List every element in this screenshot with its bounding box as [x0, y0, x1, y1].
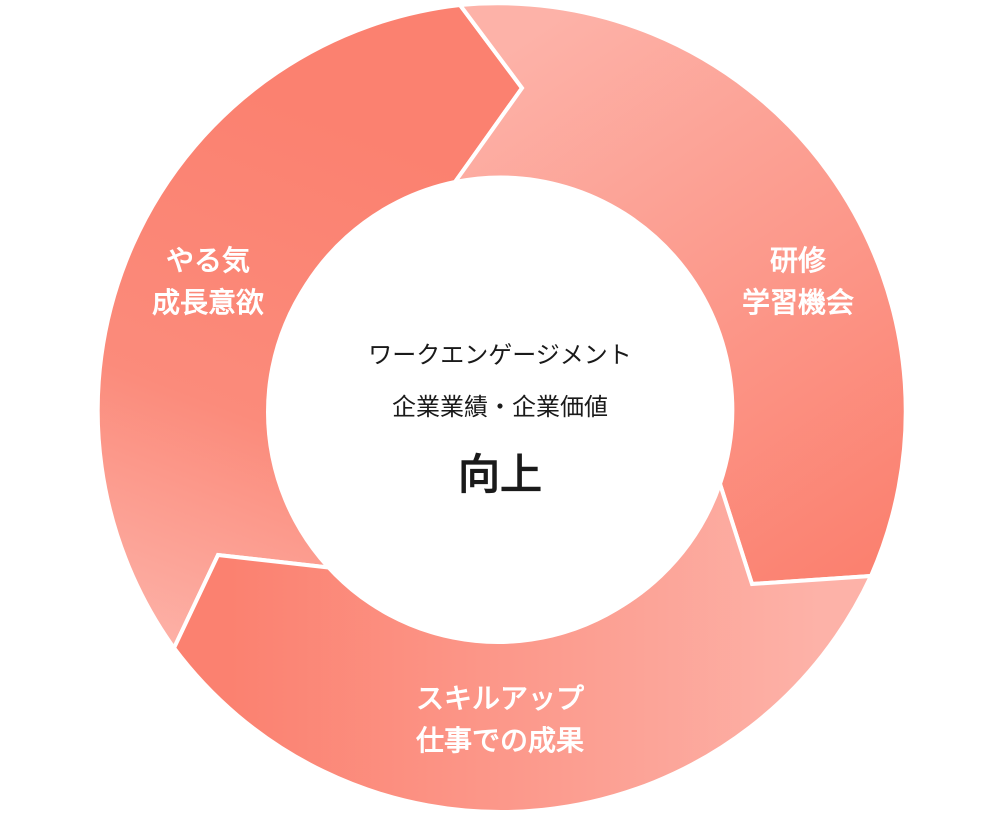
segment-right-label: 研修 学習機会 — [698, 240, 898, 324]
segment-right-line-1: 研修 — [769, 244, 826, 277]
segment-right-line-2: 学習機会 — [741, 286, 854, 319]
center-title: 向上 — [457, 450, 542, 499]
segment-bottom-label: スキルアップ 仕事での成果 — [350, 678, 650, 762]
center-subtitle-2: 企業業績・企業価値 — [392, 393, 608, 421]
segment-left-label: やる気 成長意欲 — [108, 240, 308, 324]
segment-left-line-2: 成長意欲 — [151, 286, 264, 319]
segment-bottom-line-2: 仕事での成果 — [415, 724, 584, 757]
segment-bottom-line-1: スキルアップ — [415, 682, 584, 715]
segment-right — [450, 1, 908, 587]
center-subtitle-1: ワークエンゲージメント — [368, 341, 632, 369]
segment-left-line-1: やる気 — [165, 244, 250, 277]
center-circle — [266, 180, 730, 644]
